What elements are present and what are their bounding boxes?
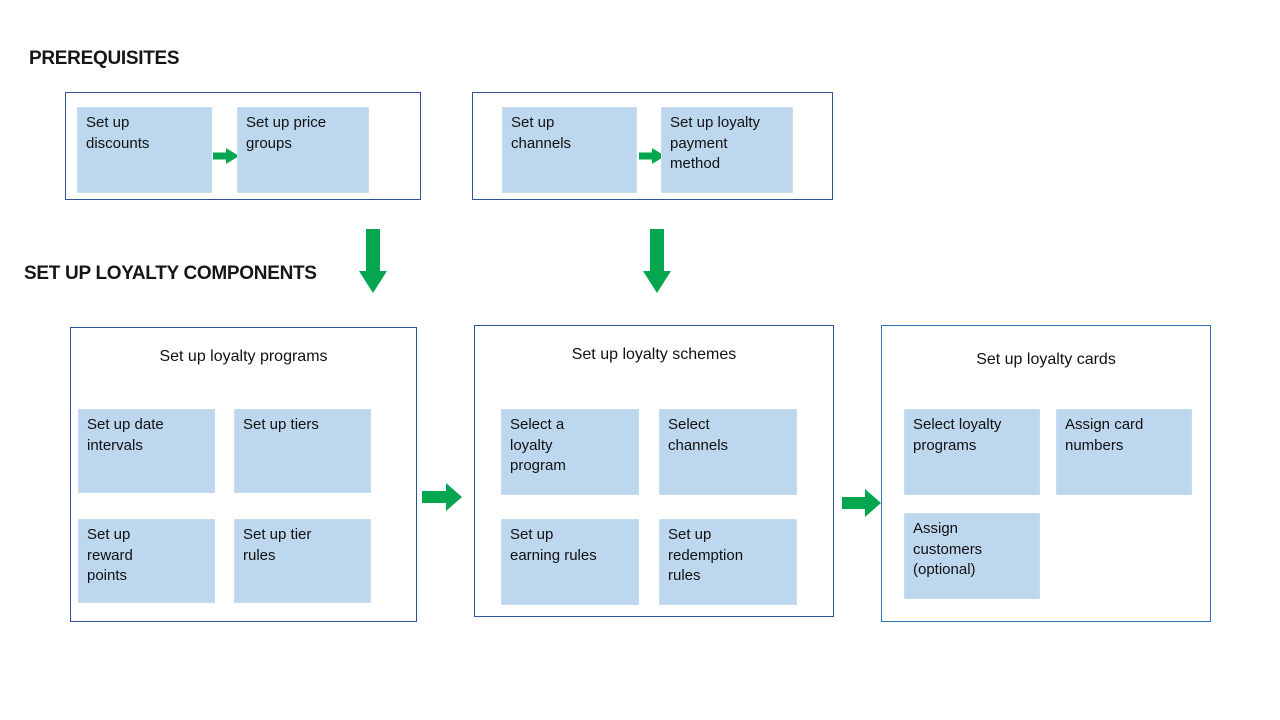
prerequisites-group-discounts: Set up discounts Set up price groups [65,92,421,200]
arrow-down-icon [359,229,387,293]
step-set-up-price-groups: Set up price groups [237,107,369,193]
step-set-up-earning-rules: Set up earning rules [501,519,639,605]
group-loyalty-schemes: Set up loyalty schemes Select a loyalty … [474,325,834,617]
step-select-a-loyalty-program: Select a loyalty program [501,409,639,495]
step-select-channels: Select channels [659,409,797,495]
components-heading: SET UP LOYALTY COMPONENTS [24,263,317,284]
arrow-right-icon [213,148,239,164]
step-set-up-date-intervals: Set up date intervals [78,409,215,493]
group-loyalty-cards: Set up loyalty cards Select loyalty prog… [881,325,1211,622]
prerequisites-group-channels: Set up channels Set up loyalty payment m… [472,92,833,200]
arrow-down-icon [643,229,671,293]
step-select-loyalty-programs: Select loyalty programs [904,409,1040,495]
step-set-up-reward-points: Set up reward points [78,519,215,603]
step-set-up-tier-rules: Set up tier rules [234,519,371,603]
arrow-right-icon [639,148,665,164]
group-title: Set up loyalty schemes [571,346,737,363]
group-title: Set up loyalty cards [976,351,1116,368]
group-loyalty-programs: Set up loyalty programs Set up date inte… [70,327,417,622]
arrow-right-icon [422,483,462,511]
step-set-up-loyalty-payment-method: Set up loyalty payment method [661,107,793,193]
step-set-up-channels: Set up channels [502,107,637,193]
step-assign-customers-optional: Assign customers (optional) [904,513,1040,599]
step-set-up-redemption-rules: Set up redemption rules [659,519,797,605]
arrow-right-icon [842,489,881,517]
prerequisites-heading: PREREQUISITES [29,48,180,69]
step-assign-card-numbers: Assign card numbers [1056,409,1192,495]
group-title: Set up loyalty programs [159,348,328,365]
step-set-up-discounts: Set up discounts [77,107,212,193]
step-set-up-tiers: Set up tiers [234,409,371,493]
